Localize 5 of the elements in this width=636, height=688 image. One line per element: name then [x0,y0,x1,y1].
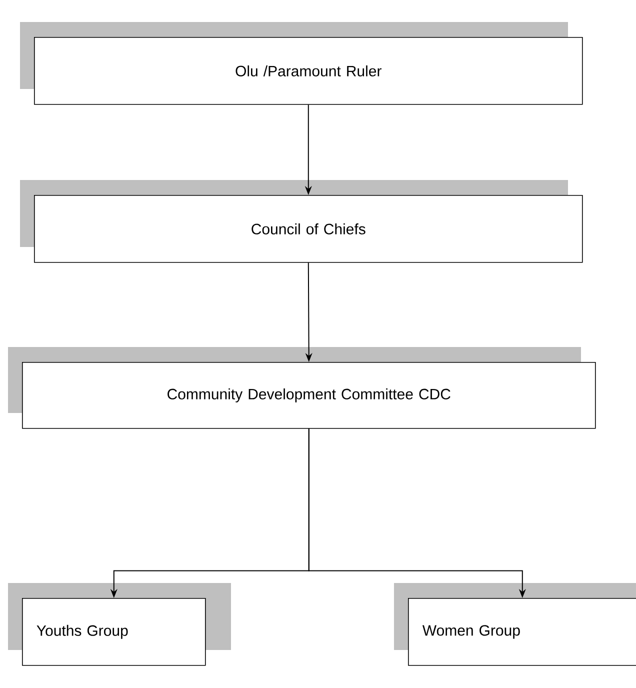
process-box: Olu /Paramount Ruler [20,22,583,105]
process-box: Council of Chiefs [20,180,583,263]
process-box: Youths Group [8,583,231,666]
process-box: Women Group [394,583,636,666]
process-box: Community Development Committee CDC [8,347,596,429]
